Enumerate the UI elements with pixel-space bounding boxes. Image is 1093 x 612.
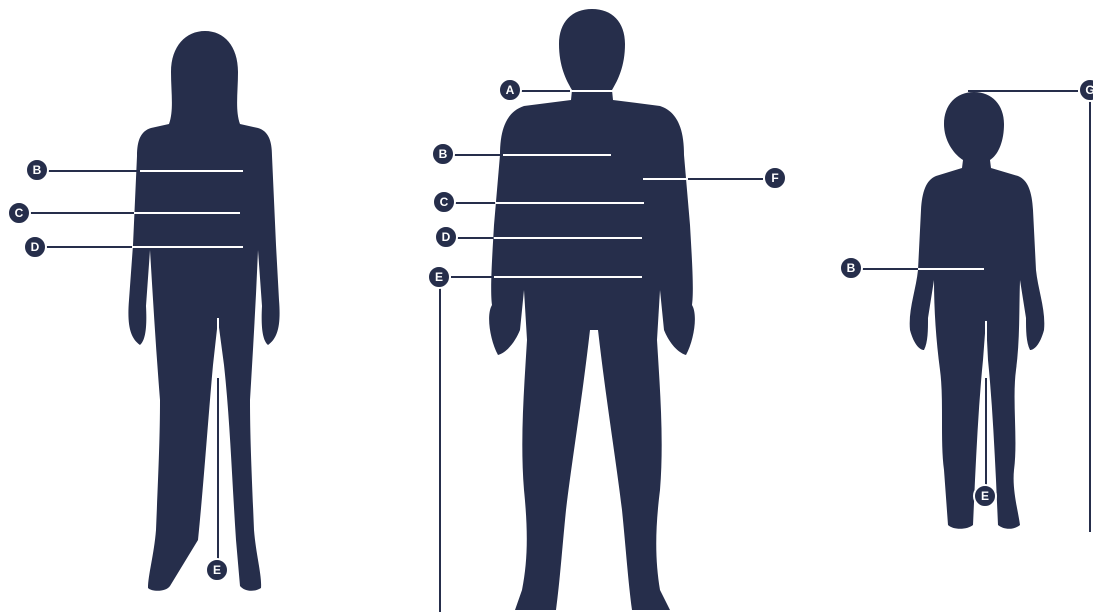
svg-text:B: B [33,163,42,177]
svg-text:D: D [442,230,451,244]
svg-text:F: F [771,171,778,185]
svg-text:D: D [31,240,40,254]
svg-text:C: C [15,206,24,220]
svg-text:E: E [435,270,443,284]
child-marker-b: B [840,257,862,279]
svg-text:B: B [439,147,448,161]
woman-figure: B C D E [8,31,280,591]
man-marker-a: A [499,79,521,101]
woman-silhouette [128,31,279,591]
woman-marker-b: B [26,159,48,181]
svg-text:B: B [847,261,856,275]
child-figure: B E G [840,79,1093,532]
man-figure: A B C D E F [428,9,786,612]
child-marker-g: G [1079,79,1093,101]
svg-text:A: A [506,83,515,97]
svg-text:C: C [440,195,449,209]
man-marker-d: D [435,226,457,248]
svg-text:E: E [981,489,989,503]
man-marker-e: E [428,266,450,288]
man-marker-b: B [432,143,454,165]
man-silhouette [489,9,695,610]
child-marker-e: E [974,485,996,507]
woman-marker-c: C [8,202,30,224]
svg-text:E: E [213,563,221,577]
svg-text:G: G [1085,83,1093,97]
woman-marker-e: E [206,559,228,581]
man-marker-c: C [433,191,455,213]
woman-marker-d: D [24,236,46,258]
man-marker-f: F [764,167,786,189]
child-silhouette [910,92,1045,529]
